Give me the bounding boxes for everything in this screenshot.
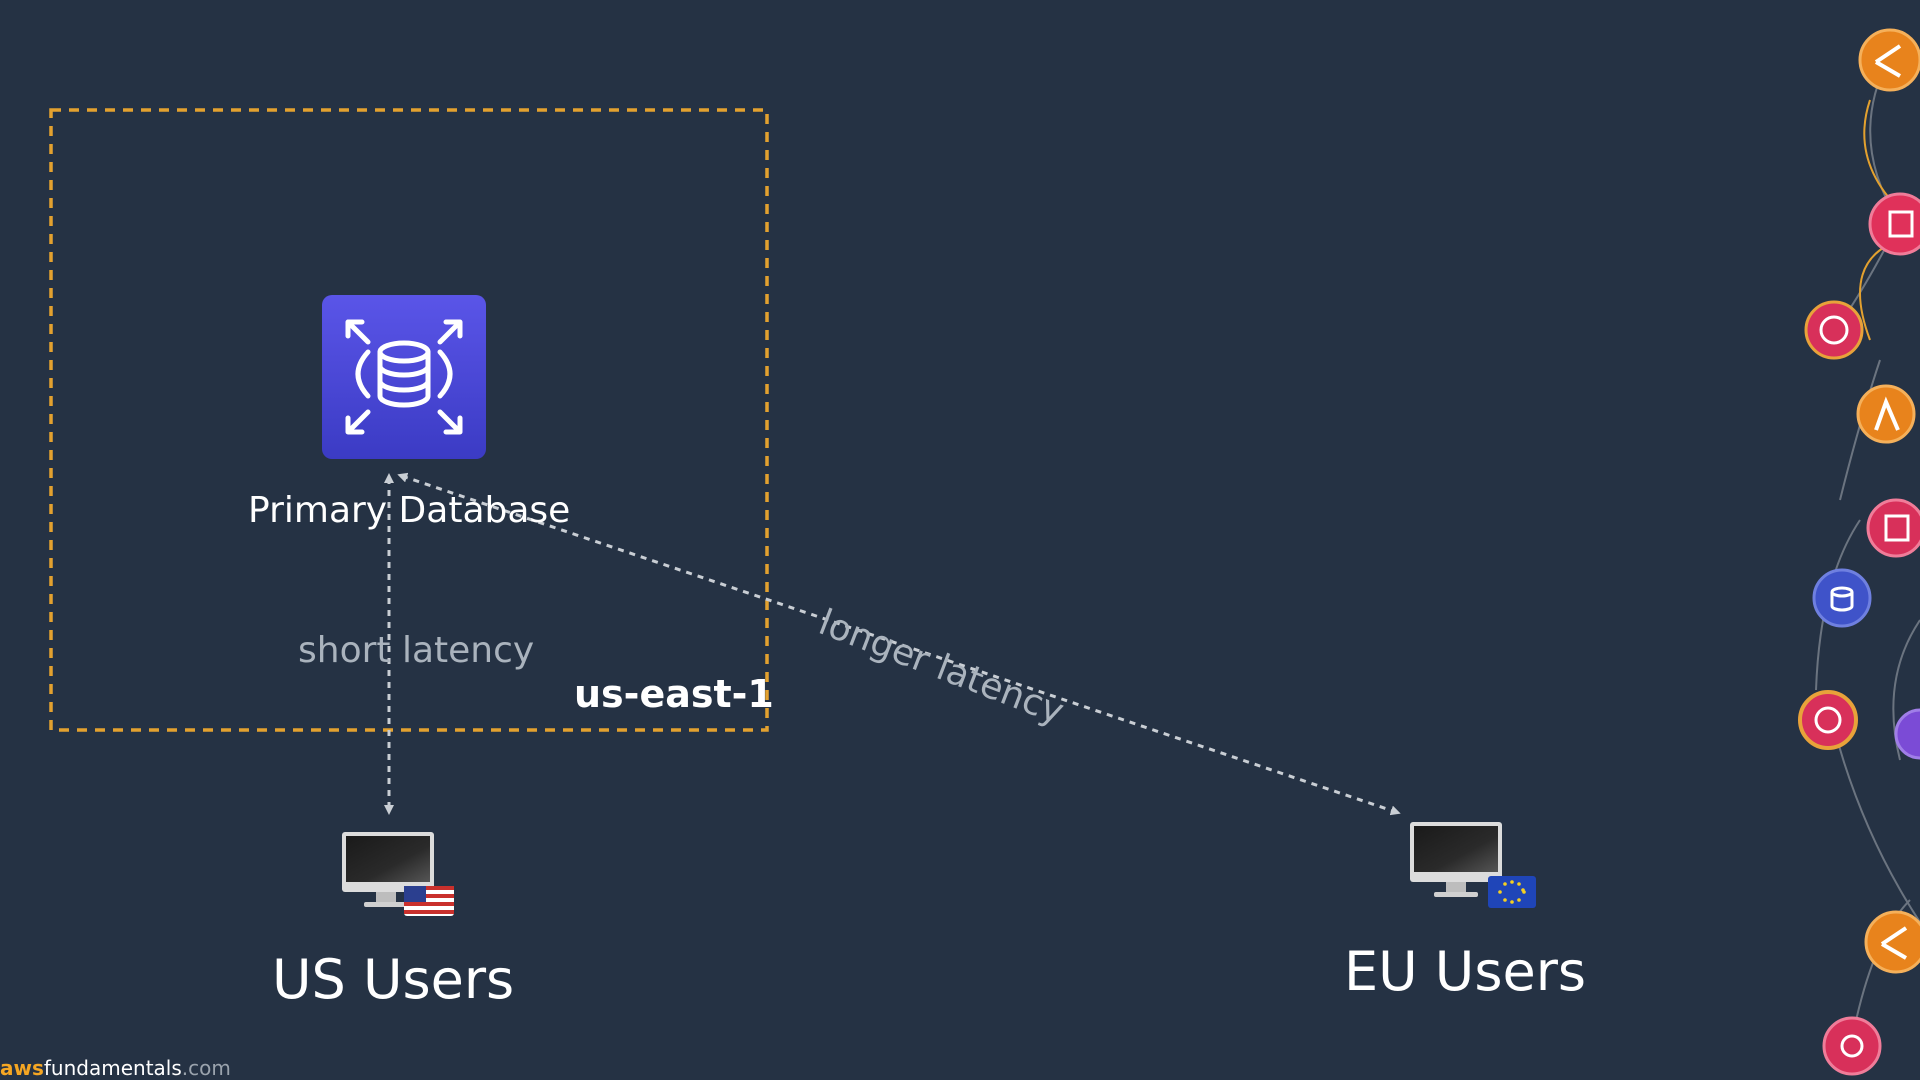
sqs-icon: [1804, 300, 1864, 360]
step-functions-icon: [1858, 28, 1920, 92]
eu-users-label: EU Users: [1344, 940, 1587, 1003]
cloudfront-icon: [1894, 708, 1920, 760]
watermark-tld: .com: [181, 1056, 231, 1080]
watermark-name: fundamentals: [43, 1056, 182, 1080]
region-label: us-east-1: [574, 672, 774, 716]
iot-icon: [1822, 1016, 1882, 1076]
step-functions-icon: [1864, 910, 1920, 974]
rds-database-icon: [322, 295, 486, 459]
eventbridge-icon: [1798, 690, 1858, 750]
appsync-icon: [1866, 498, 1920, 558]
us-computer-icon: [342, 832, 434, 907]
eu-computer-icon: [1410, 822, 1502, 897]
us-users-label: US Users: [272, 948, 515, 1011]
us-flag-icon: [404, 886, 454, 916]
site-watermark: awsfundamentals.com: [0, 1056, 231, 1080]
primary-database-label: Primary Database: [248, 490, 571, 531]
lambda-icon: [1856, 384, 1916, 444]
watermark-brand: aws: [0, 1056, 44, 1080]
short-latency-label: short latency: [298, 630, 535, 671]
dynamodb-icon: [1812, 568, 1872, 628]
api-gateway-icon: [1868, 192, 1920, 256]
eu-flag-icon: [1488, 876, 1536, 908]
